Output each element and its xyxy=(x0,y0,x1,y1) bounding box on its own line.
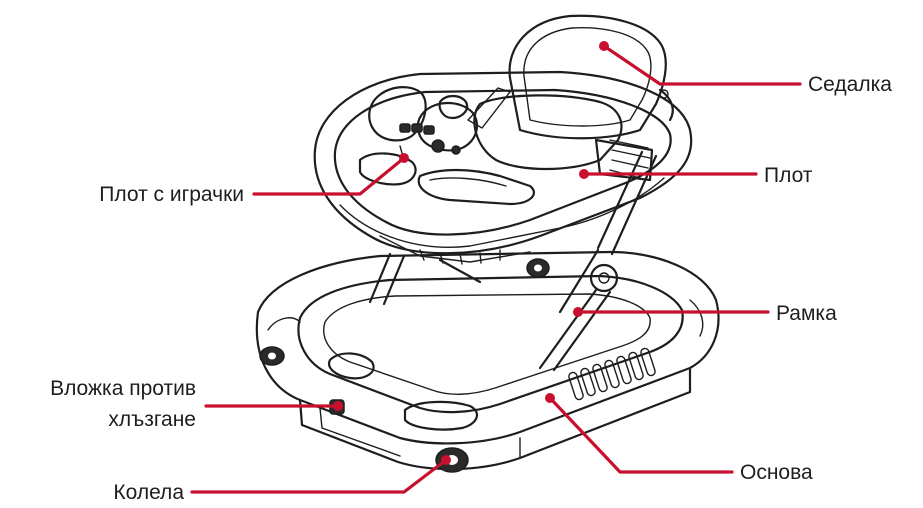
leader-seat xyxy=(599,41,802,86)
label-toy-tray: Плот с играчки xyxy=(99,183,244,206)
leader-dot-toy-tray xyxy=(399,153,409,163)
label-anti-slip-line2: хлъзгане xyxy=(108,408,196,431)
label-seat: Седалка xyxy=(808,73,892,96)
leader-frame xyxy=(573,307,770,317)
wheel-back xyxy=(526,258,550,278)
walker-base xyxy=(255,250,720,471)
leader-dot-tray xyxy=(579,169,589,179)
leader-dot-base xyxy=(545,393,555,403)
leader-dot-wheels xyxy=(441,455,451,465)
base-grille xyxy=(568,347,656,401)
leader-tray xyxy=(579,169,758,179)
leader-line-toy-tray xyxy=(252,156,406,196)
leader-dot-frame xyxy=(573,307,583,317)
label-base: Основа xyxy=(740,461,813,484)
wheel-front xyxy=(435,447,469,473)
wheel-left xyxy=(259,346,285,366)
label-anti-slip-line1: Вложка против xyxy=(50,377,196,400)
leader-base xyxy=(545,393,734,474)
leader-wheels xyxy=(190,455,451,494)
seat-tray xyxy=(313,70,693,265)
walker-frame xyxy=(368,150,658,372)
label-wheels: Колела xyxy=(113,481,184,504)
leader-line-base xyxy=(548,396,734,474)
label-tray: Плот xyxy=(764,164,813,187)
leader-line-seat xyxy=(602,44,802,86)
leader-anti-slip xyxy=(204,401,343,411)
leader-dot-seat xyxy=(599,41,609,51)
leader-line-wheels xyxy=(190,458,448,494)
label-frame: Рамка xyxy=(776,302,837,325)
seat xyxy=(467,14,674,182)
leader-dot-anti-slip xyxy=(333,401,343,411)
leader-toy-tray xyxy=(252,153,409,196)
toy-tray xyxy=(358,86,535,206)
